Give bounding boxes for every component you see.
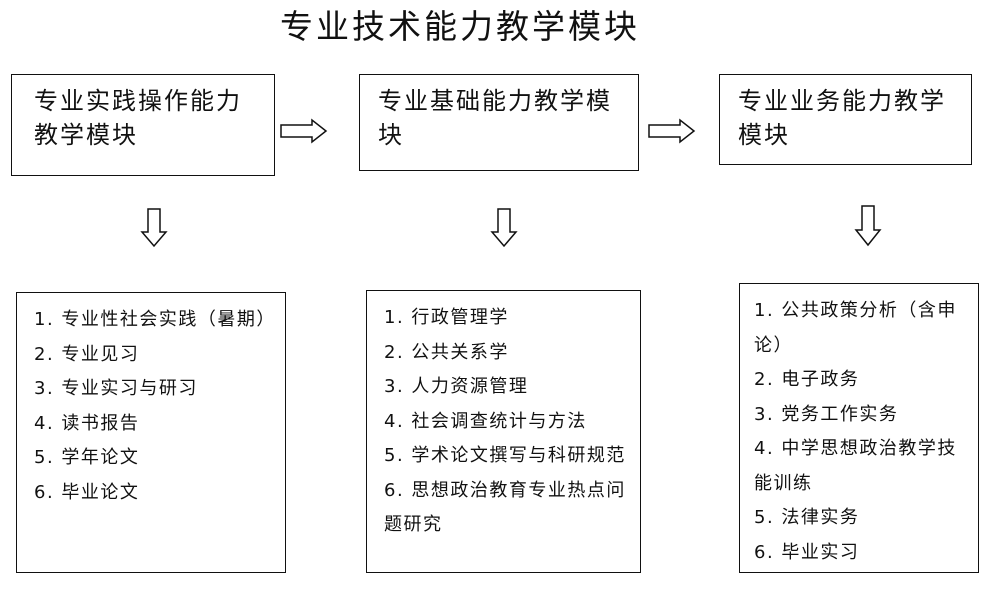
module-heading-foundation: 专业基础能力教学模块 xyxy=(378,87,612,149)
down-arrow-icon xyxy=(140,208,168,248)
course-list-business: 1. 公共政策分析（含申论） 2. 电子政务 3. 党务工作实务 4. 中学思想… xyxy=(739,283,979,573)
course-list-practice: 1. 专业性社会实践（暑期） 2. 专业见习 3. 专业实习与研习 4. 读书报… xyxy=(16,292,286,573)
list-item: 4. 读书报告 xyxy=(34,412,140,434)
module-heading-business: 专业业务能力教学模块 xyxy=(738,87,946,149)
list-item: 1. 专业性社会实践（暑期） xyxy=(34,309,276,330)
list-item: 5. 法律实务 xyxy=(754,507,860,528)
list-item: 5. 学年论文 xyxy=(34,447,140,468)
course-list-foundation: 1. 行政管理学 2. 公共关系学 3. 人力资源管理 4. 社会调查统计与方法… xyxy=(366,290,641,573)
list-item: 6. 思想政治教育专业热点问题研究 xyxy=(384,479,626,536)
list-item: 6. 毕业实习 xyxy=(754,541,860,563)
list-item: 1. 行政管理学 xyxy=(384,307,509,328)
list-item: 1. 公共政策分析（含申论） xyxy=(754,300,957,356)
list-item: 3. 人力资源管理 xyxy=(384,376,529,397)
list-item: 2. 公共关系学 xyxy=(384,341,509,363)
list-item: 2. 专业见习 xyxy=(34,343,140,365)
list-item: 4. 中学思想政治教学技能训练 xyxy=(754,438,957,494)
list-item: 4. 社会调查统计与方法 xyxy=(384,410,587,432)
list-item: 3. 专业实习与研习 xyxy=(34,378,198,399)
module-box-foundation: 专业基础能力教学模块 xyxy=(359,74,639,171)
right-arrow-icon xyxy=(280,118,328,144)
diagram-title: 专业技术能力教学模块 xyxy=(280,7,640,46)
list-item: 5. 学术论文撰写与科研规范 xyxy=(384,445,626,466)
down-arrow-icon xyxy=(490,208,518,248)
module-box-practice: 专业实践操作能力教学模块 xyxy=(11,74,275,176)
down-arrow-icon xyxy=(854,205,882,247)
module-heading-practice: 专业实践操作能力教学模块 xyxy=(34,87,242,149)
module-box-business: 专业业务能力教学模块 xyxy=(719,74,972,165)
right-arrow-icon xyxy=(648,118,696,144)
list-item: 6. 毕业论文 xyxy=(34,481,140,503)
list-item: 3. 党务工作实务 xyxy=(754,403,899,425)
list-item: 2. 电子政务 xyxy=(754,369,860,390)
